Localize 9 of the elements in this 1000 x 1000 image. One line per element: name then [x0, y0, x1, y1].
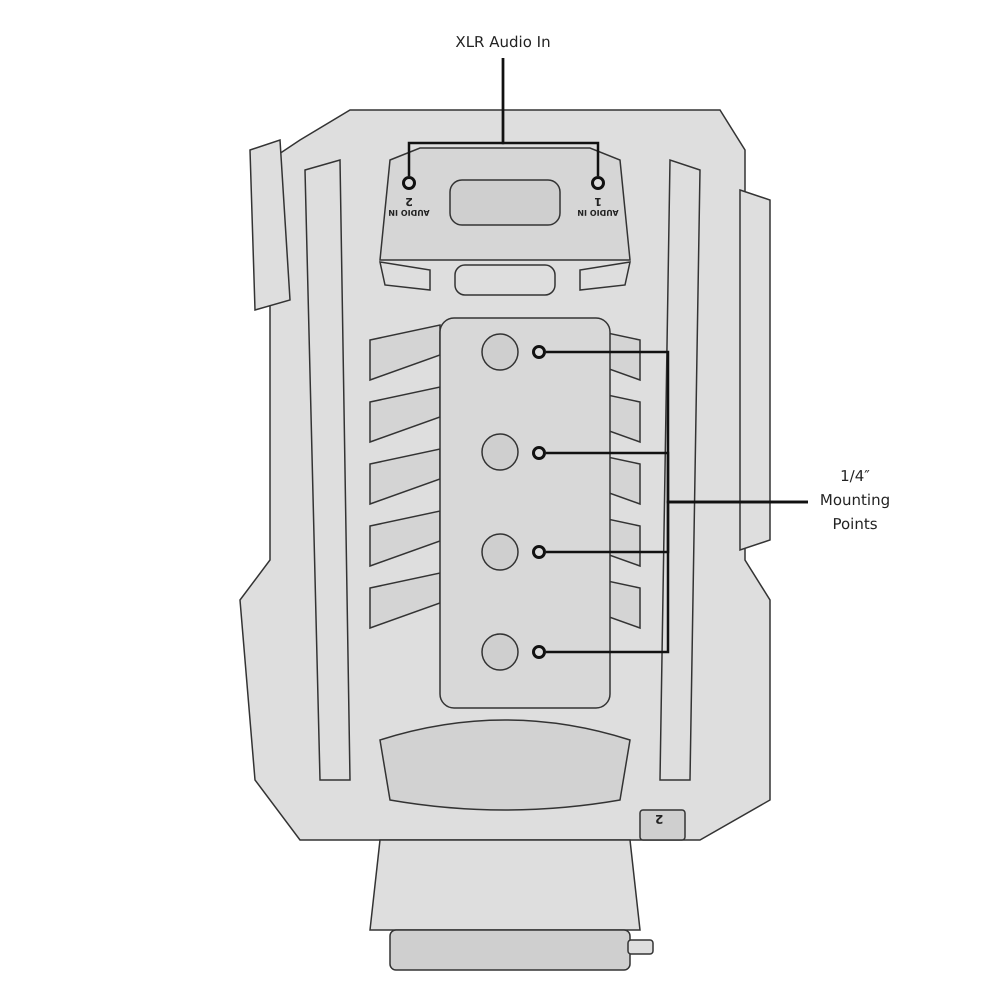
port-label: AUDIO IN — [387, 208, 431, 217]
callout-label: 1/4″ Mounting Points — [810, 464, 900, 536]
leader-line — [502, 58, 600, 176]
port-number: 2 — [404, 195, 414, 208]
port-number: 1 — [593, 195, 603, 208]
port-label: AUDIO IN — [576, 208, 620, 217]
leader-line — [546, 500, 808, 654]
callout-label: XLR Audio In — [428, 30, 578, 54]
knob-number: 2 — [655, 812, 664, 826]
